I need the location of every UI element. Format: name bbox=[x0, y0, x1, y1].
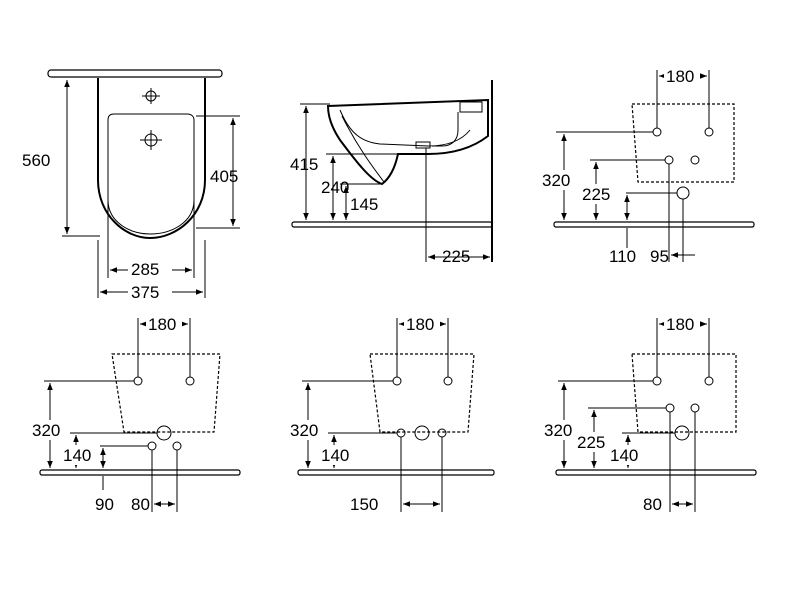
dim-285: 285 bbox=[131, 260, 159, 279]
dim-140-v3: 140 bbox=[321, 446, 349, 465]
dim-110-v1: 110 bbox=[609, 247, 636, 266]
dim-140-v4: 140 bbox=[610, 446, 638, 465]
floor-line bbox=[291, 221, 493, 228]
mounting-bracket bbox=[459, 101, 483, 113]
dim-80-v2: 80 bbox=[131, 495, 150, 514]
outline-dashed bbox=[369, 353, 475, 433]
bidet-side-outline bbox=[326, 98, 489, 186]
dim-140-v2: 140 bbox=[63, 446, 91, 465]
dim-225-v4: 225 bbox=[577, 433, 605, 452]
outline-dashed bbox=[111, 353, 221, 433]
dim-225-v1: 225 bbox=[582, 185, 610, 204]
dim-180-v4: 180 bbox=[666, 315, 694, 334]
top-view: 560 405 285 375 bbox=[22, 69, 240, 302]
dim-320-v4: 320 bbox=[544, 421, 572, 440]
dim-225-side: 225 bbox=[442, 247, 470, 266]
connection-view-1: 180 320 225 110 95 bbox=[540, 66, 755, 266]
outline-dashed bbox=[631, 103, 735, 183]
dim-560: 560 bbox=[22, 151, 50, 170]
wall-strip bbox=[47, 69, 223, 78]
dim-320-v3: 320 bbox=[290, 421, 318, 440]
dim-375: 375 bbox=[131, 283, 159, 302]
dim-145: 145 bbox=[350, 195, 378, 214]
bidet-outline bbox=[97, 78, 206, 240]
side-view: 415 240 145 225 bbox=[290, 80, 493, 266]
dim-90-v2: 90 bbox=[95, 495, 114, 514]
dim-180-v1: 180 bbox=[666, 67, 694, 86]
connection-view-2: 180 320 140 90 80 bbox=[30, 314, 241, 514]
dim-180-v3: 180 bbox=[406, 315, 434, 334]
dim-180-v2: 180 bbox=[148, 315, 176, 334]
connection-view-4: 180 320 225 140 80 bbox=[542, 314, 757, 514]
dim-80-v4: 80 bbox=[643, 495, 662, 514]
dim-320-v1: 320 bbox=[542, 171, 570, 190]
dim-320-v2: 320 bbox=[32, 421, 60, 440]
dim-150-v3: 150 bbox=[350, 495, 378, 514]
dim-95-v1: 95 bbox=[650, 247, 669, 266]
dim-415: 415 bbox=[290, 155, 318, 174]
dim-240: 240 bbox=[321, 178, 349, 197]
dim-405: 405 bbox=[210, 167, 238, 186]
outline-dashed bbox=[631, 353, 737, 433]
connection-view-3: 180 320 140 150 bbox=[288, 314, 495, 514]
